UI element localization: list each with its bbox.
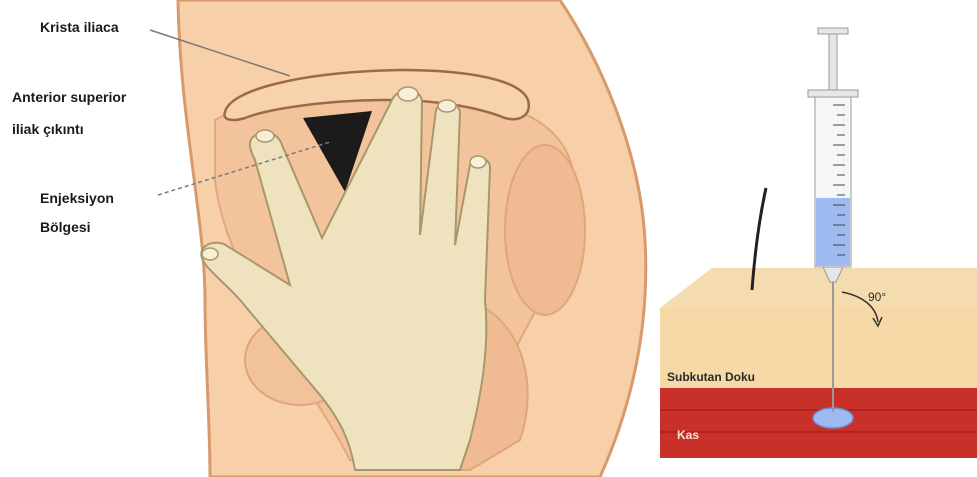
label-muscle: Kas bbox=[677, 428, 699, 442]
plunger-handle bbox=[818, 28, 848, 34]
angle-label: 90° bbox=[868, 290, 886, 304]
pelvis-lobe bbox=[505, 145, 585, 315]
fingernail bbox=[256, 130, 274, 142]
skin-cross-section bbox=[660, 28, 977, 458]
fingernail bbox=[398, 87, 418, 101]
fingernail bbox=[438, 100, 456, 112]
label-asis-line1: Anterior superior bbox=[12, 89, 126, 105]
label-injection-line1: Enjeksiyon bbox=[40, 190, 114, 206]
fingernail bbox=[202, 248, 218, 260]
label-asis-line2: iliak çıkıntı bbox=[12, 121, 84, 137]
hip-illustration bbox=[150, 0, 646, 477]
skin-surface bbox=[660, 268, 977, 308]
label-injection-line2: Bölgesi bbox=[40, 219, 91, 235]
syringe-liquid bbox=[816, 198, 850, 266]
fingernail bbox=[470, 156, 486, 168]
plunger-rod bbox=[829, 34, 837, 94]
label-subcutaneous: Subkutan Doku bbox=[667, 370, 755, 384]
label-crista-iliaca: Krista iliaca bbox=[40, 19, 119, 35]
syringe-flange bbox=[808, 90, 858, 97]
